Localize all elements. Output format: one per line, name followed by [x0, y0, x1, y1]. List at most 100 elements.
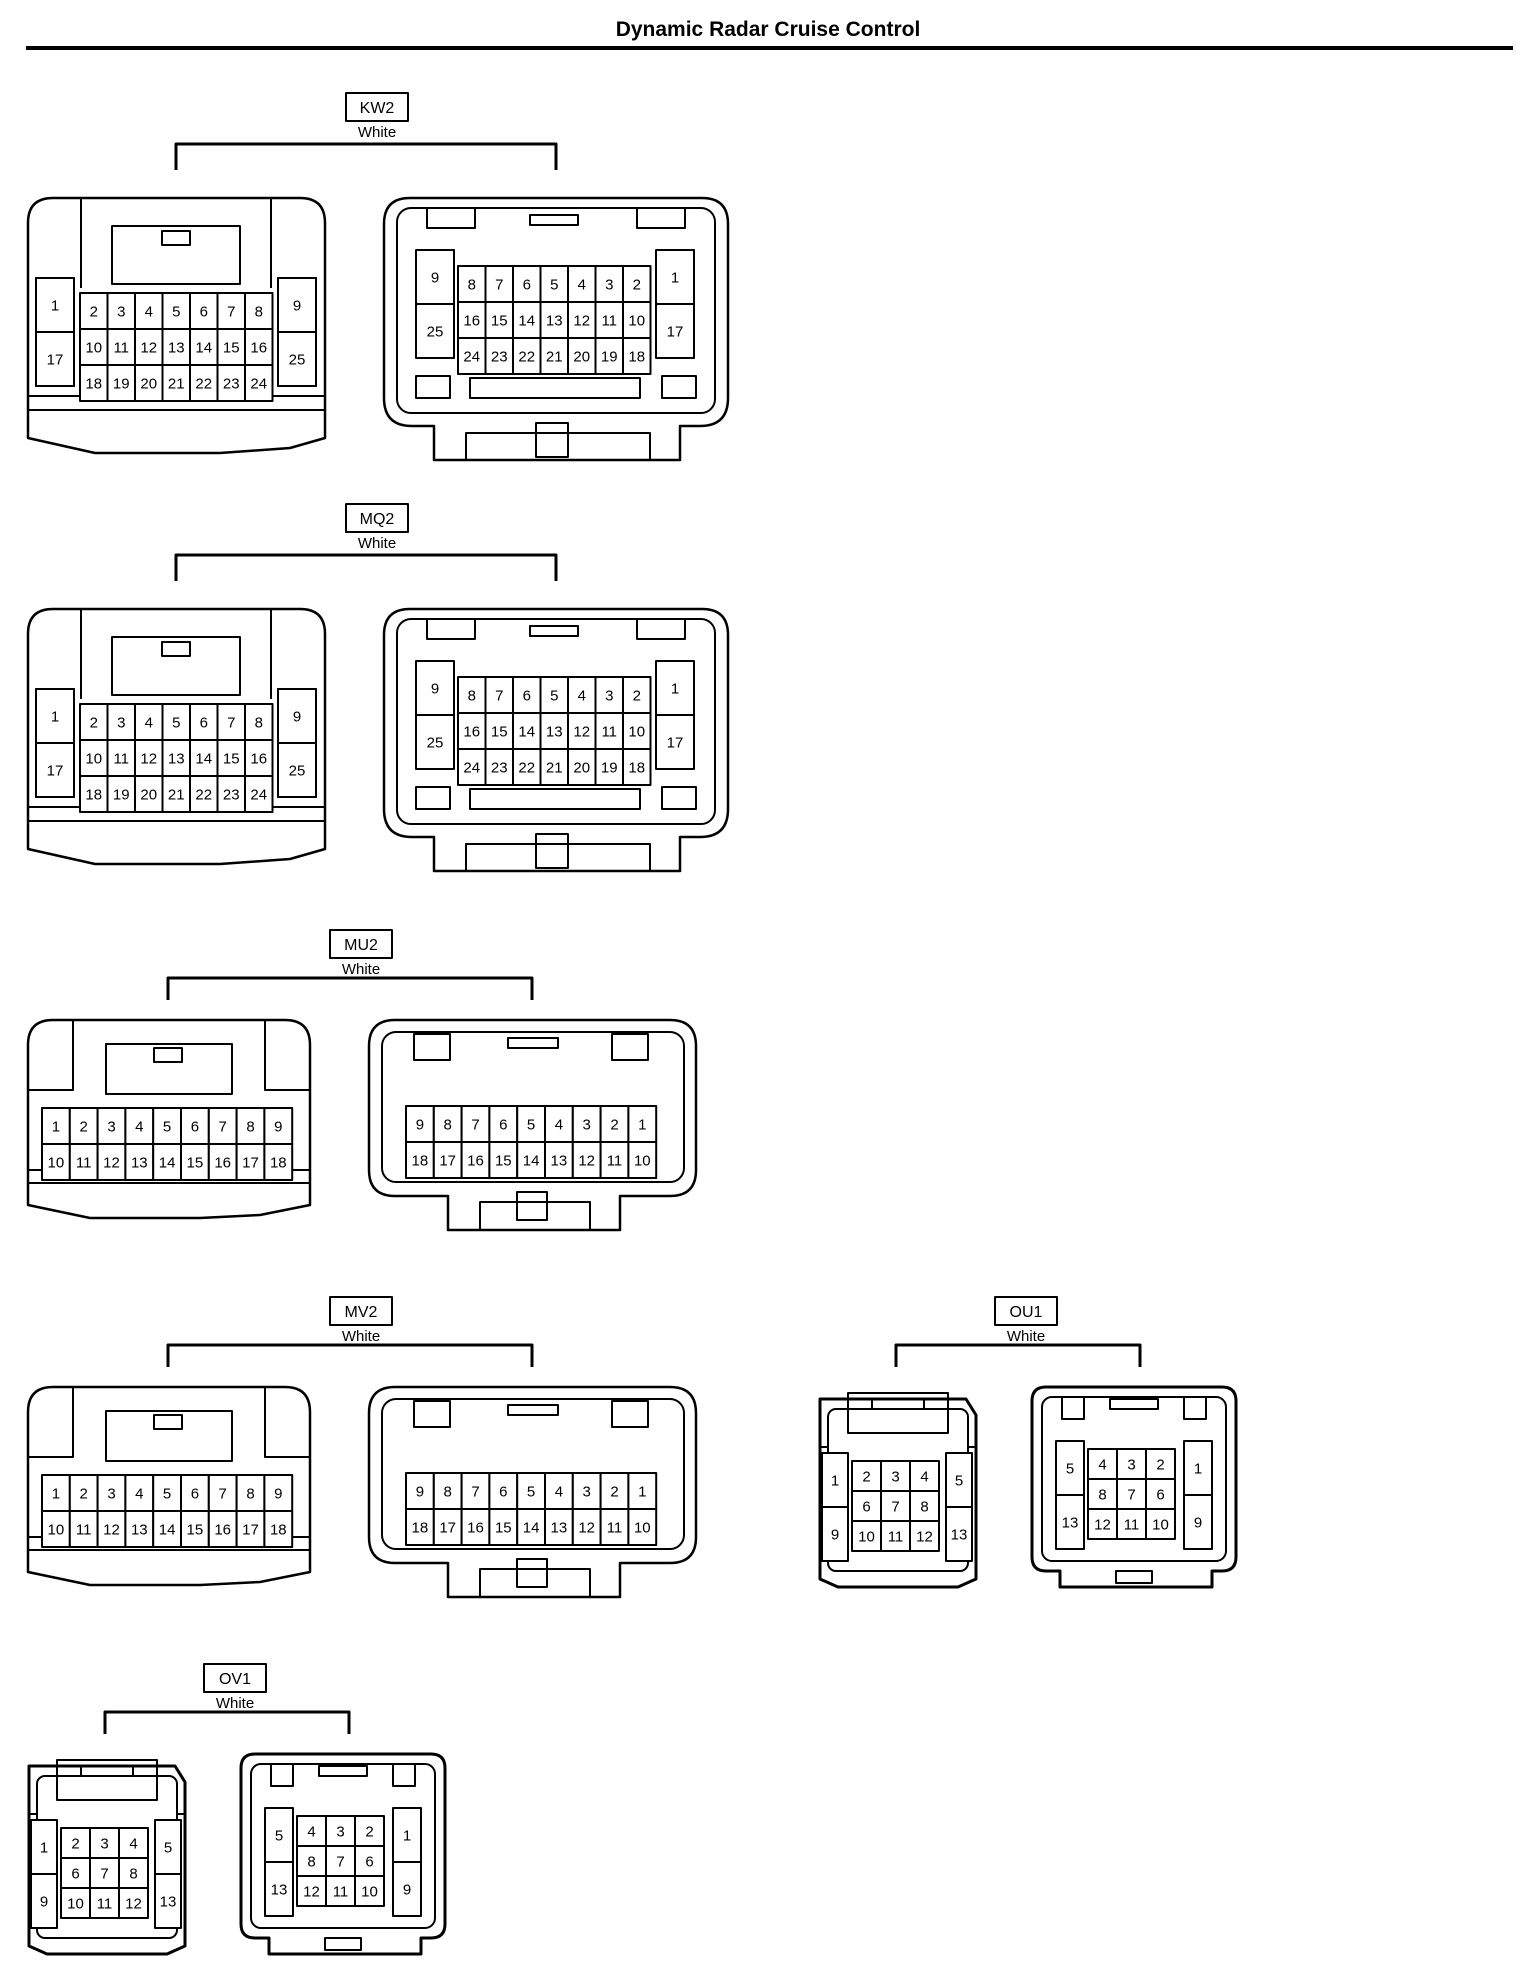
- terminal-cell: 13: [539, 712, 569, 750]
- terminal-cell: 12: [571, 1141, 602, 1179]
- terminal-cell: 14: [516, 1508, 547, 1546]
- terminal-cell: 8: [118, 1857, 149, 1889]
- terminal-number: 18: [628, 759, 645, 776]
- terminal-cell: 4: [118, 1827, 149, 1859]
- terminal-number: 20: [140, 375, 157, 392]
- terminal-number: 3: [107, 1118, 115, 1135]
- terminal-number: 22: [195, 786, 212, 803]
- terminal-number: 2: [862, 1468, 870, 1485]
- terminal-cell: 25: [415, 714, 455, 770]
- terminal-cell: 15: [180, 1143, 210, 1181]
- terminal-cell: 13: [154, 1873, 182, 1929]
- terminal-cell: 8: [235, 1474, 266, 1512]
- terminal-number: 19: [601, 759, 618, 776]
- terminal-number: 12: [573, 312, 590, 329]
- terminal-cell: 10: [1145, 1508, 1176, 1540]
- terminal-cell: 5: [152, 1107, 182, 1145]
- terminal-number: 25: [427, 734, 444, 751]
- terminal-number: 4: [578, 687, 586, 704]
- terminal-cell: 9: [1183, 1494, 1213, 1550]
- terminal-number: 9: [293, 297, 301, 314]
- terminal-number: 6: [523, 276, 531, 293]
- terminal-number: 8: [444, 1116, 452, 1133]
- terminal-number: 4: [578, 276, 586, 293]
- terminal-number: 7: [1127, 1486, 1135, 1503]
- terminal-number: 10: [634, 1519, 651, 1536]
- terminal-cell: 17: [432, 1141, 463, 1179]
- terminal-cell: 14: [516, 1141, 547, 1179]
- terminal-cell: 13: [544, 1141, 574, 1179]
- terminal-number: 17: [667, 734, 684, 751]
- terminal-cell: 6: [180, 1474, 210, 1512]
- terminal-cell: 9: [415, 249, 455, 305]
- terminal-number: 15: [187, 1154, 204, 1171]
- terminal-cell: 10: [627, 1141, 658, 1179]
- terminal-number: 16: [214, 1521, 231, 1538]
- terminal-number: 7: [891, 1498, 899, 1515]
- terminal-cell: 8: [432, 1105, 463, 1143]
- terminal-number: 12: [578, 1152, 595, 1169]
- terminal-cell: 12: [567, 712, 597, 750]
- terminal-cell: 3: [106, 703, 136, 741]
- terminal-cell: 13: [124, 1510, 155, 1548]
- terminal-number: 10: [48, 1154, 65, 1171]
- connector-color: White: [216, 1695, 254, 1712]
- terminal-number: 4: [307, 1823, 315, 1840]
- terminal-number: 9: [274, 1485, 282, 1502]
- terminal-number: 23: [223, 786, 240, 803]
- terminal-number: 3: [117, 303, 125, 320]
- terminal-number: 16: [467, 1519, 484, 1536]
- terminal-number: 17: [667, 323, 684, 340]
- terminal-number: 11: [888, 1528, 904, 1545]
- terminal-number: 3: [117, 714, 125, 731]
- terminal-number: 2: [90, 303, 98, 320]
- terminal-number: 1: [831, 1472, 839, 1489]
- terminal-cell: 16: [244, 328, 274, 366]
- terminal-number: 15: [495, 1152, 512, 1169]
- terminal-cell: 21: [161, 364, 191, 402]
- terminal-cell: 25: [277, 331, 317, 387]
- terminal-number: 21: [168, 375, 185, 392]
- connector-name: MQ2: [360, 511, 395, 528]
- terminal-number: 8: [1098, 1486, 1106, 1503]
- terminal-cell: 17: [235, 1143, 266, 1181]
- terminal-number: 7: [471, 1116, 479, 1133]
- terminal-cell: 8: [1087, 1478, 1118, 1510]
- terminal-cell: 15: [488, 1508, 519, 1546]
- terminal-number: 9: [831, 1526, 839, 1543]
- terminal-cell: 5: [152, 1474, 182, 1512]
- terminal-cell: 6: [488, 1105, 519, 1143]
- terminal-cell: 7: [89, 1857, 120, 1889]
- terminal-number: 12: [1094, 1516, 1111, 1533]
- terminal-cell: 9: [821, 1506, 849, 1562]
- terminal-number: 1: [403, 1827, 411, 1844]
- terminal-cell: 3: [571, 1105, 602, 1143]
- terminal-number: 18: [270, 1154, 287, 1171]
- terminal-cell: 8: [244, 703, 274, 741]
- terminal-cell: 22: [189, 775, 219, 813]
- terminal-number: 12: [125, 1895, 142, 1912]
- terminal-cell: 19: [594, 337, 624, 375]
- terminal-cell: 7: [484, 676, 514, 714]
- terminal-cell: 3: [594, 265, 624, 303]
- terminal-cell: 7: [1116, 1478, 1147, 1510]
- terminal-cell: 22: [512, 337, 542, 375]
- terminal-number: 2: [633, 276, 641, 293]
- terminal-number: 7: [227, 303, 235, 320]
- terminal-number: 4: [135, 1485, 143, 1502]
- terminal-cell: 19: [594, 748, 624, 786]
- terminal-cell: 9: [30, 1873, 58, 1929]
- terminal-cell: 2: [60, 1827, 91, 1859]
- terminal-number: 15: [223, 750, 240, 767]
- terminal-number: 11: [76, 1521, 92, 1538]
- terminal-cell: 15: [484, 712, 514, 750]
- terminal-cell: 12: [96, 1143, 127, 1181]
- terminal-number: 8: [920, 1498, 928, 1515]
- terminal-cell: 5: [154, 1819, 182, 1875]
- terminal-cell: 9: [405, 1472, 435, 1510]
